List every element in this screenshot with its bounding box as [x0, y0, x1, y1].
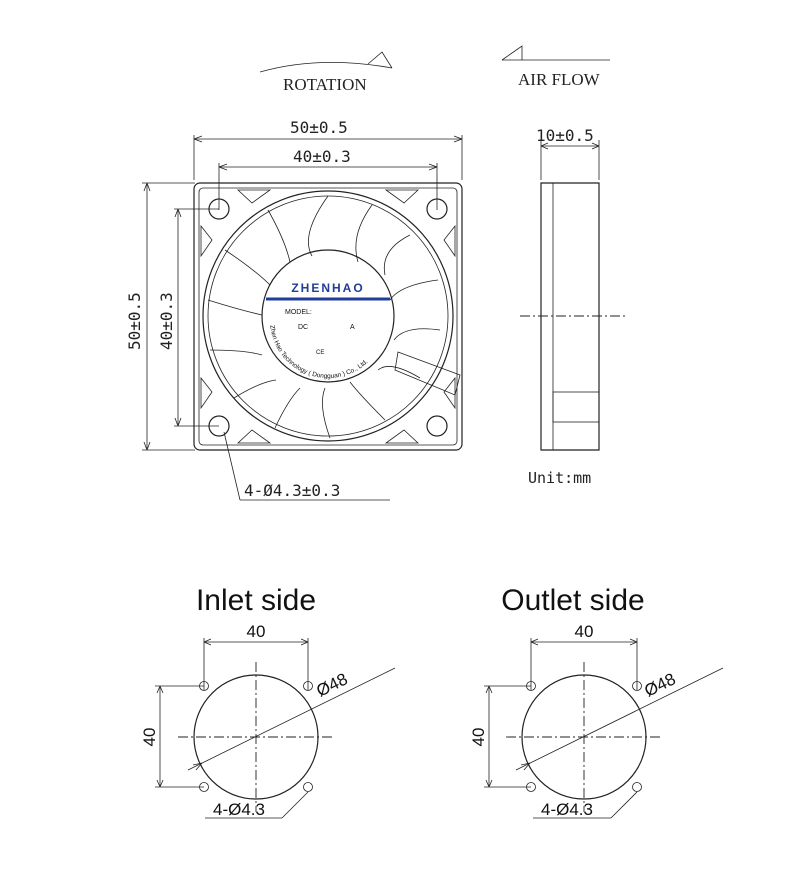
inlet-side-view: Inlet side 40 40 Ø48 4-Ø4.3	[140, 584, 396, 819]
mount-hole-bl	[208, 415, 230, 437]
inlet-diameter: Ø48	[313, 669, 350, 700]
outlet-title: Outlet side	[501, 584, 644, 617]
hub-model: MODEL:	[285, 309, 312, 316]
mount-hole-tr	[426, 198, 448, 220]
hole-spacing-height-dimension: 40±0.3	[157, 292, 176, 350]
outer-height-dimension: 50±0.5	[125, 292, 144, 350]
thickness-dimension: 10±0.5	[536, 126, 594, 145]
inlet-spacing-y: 40	[140, 728, 159, 747]
side-body	[540, 182, 600, 451]
inlet-holes: 4-Ø4.3	[213, 800, 265, 819]
hub-dc: DC	[298, 324, 308, 331]
side-view: 10±0.5 Unit:mm	[520, 126, 625, 487]
hole-callout: 4-Ø4.3±0.3	[244, 481, 340, 500]
hub-brand: ZHENHAO	[291, 281, 364, 295]
unit-label: Unit:mm	[528, 469, 591, 487]
outlet-side-view: Outlet side 40 40 Ø48 4-Ø4.3	[469, 584, 724, 819]
outlet-diameter: Ø48	[641, 669, 678, 700]
mount-hole-br	[426, 415, 448, 437]
airflow-label: AIR FLOW	[518, 70, 601, 89]
rotation-label: ROTATION	[283, 75, 367, 94]
inlet-title: Inlet side	[196, 584, 316, 617]
outer-width-dimension: 50±0.5	[290, 118, 348, 137]
hub-ce: CE	[316, 350, 324, 356]
fan-venturi	[202, 190, 454, 442]
mount-hole-tl	[208, 198, 230, 220]
hub-label	[261, 249, 395, 383]
airflow-indicator: AIR FLOW	[501, 45, 610, 89]
outlet-spacing-y: 40	[469, 728, 488, 747]
outlet-holes: 4-Ø4.3	[541, 800, 593, 819]
outlet-spacing-x: 40	[575, 622, 594, 641]
rotation-indicator: ROTATION	[259, 51, 393, 94]
inlet-spacing-x: 40	[247, 622, 266, 641]
hole-spacing-width-dimension: 40±0.3	[293, 147, 351, 166]
front-view: 50±0.5 40±0.3 50±0.5 40±0.3	[125, 118, 463, 501]
hub-amp: A	[350, 324, 355, 331]
fan-frame	[193, 182, 463, 451]
fan-blades	[207, 195, 441, 439]
